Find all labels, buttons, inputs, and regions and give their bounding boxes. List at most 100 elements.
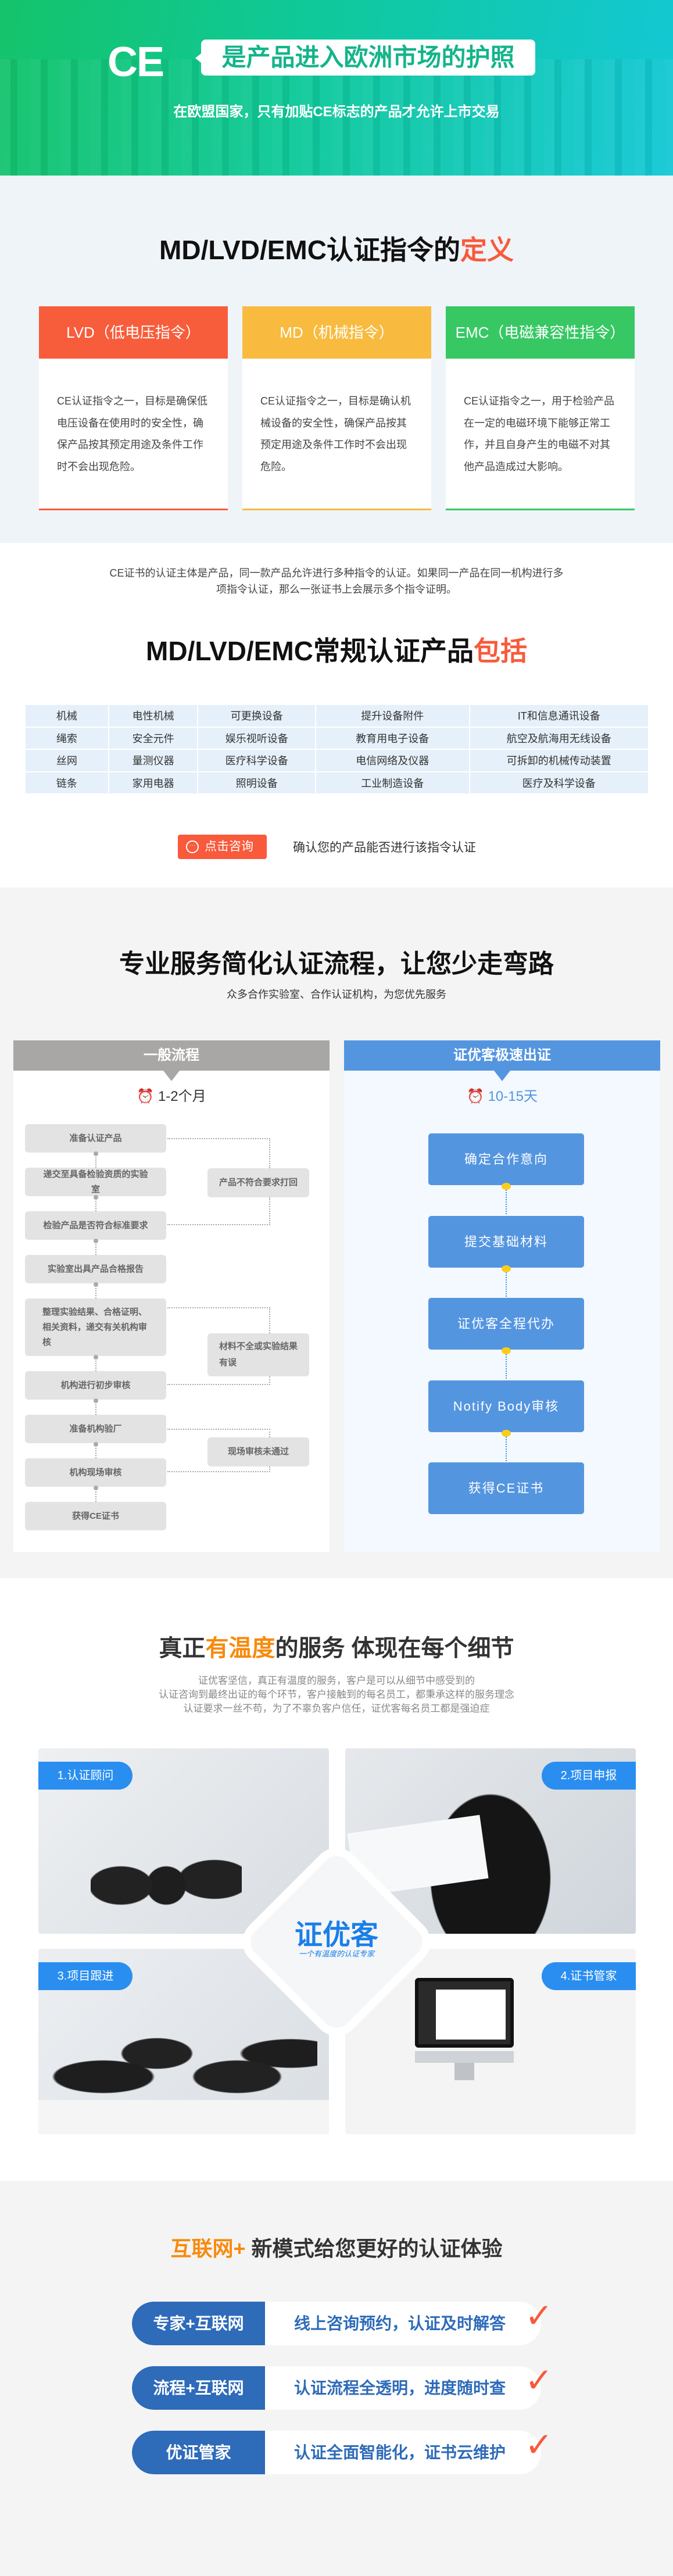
flow-step: 递交至具备检验资质的实验室 bbox=[25, 1168, 166, 1196]
check-icon: ✓ bbox=[525, 2297, 553, 2335]
table-cell: 娱乐视听设备 bbox=[197, 726, 317, 750]
fast-flow-panel: 证优客极速出证 ⏰ 10-15天 确定合作意向提交基础材料证优客全程代办 Noti… bbox=[344, 1040, 660, 1552]
brand-logo: 证优客 bbox=[294, 1920, 378, 1951]
panel-header: 一般流程 bbox=[13, 1040, 330, 1081]
table-row: 绳索安全元件娱乐视听设备教育用电子设备航空及航海用无线设备 bbox=[24, 726, 650, 750]
card-title: LVD（低电压指令） bbox=[39, 306, 228, 359]
consult-button[interactable]: ··· 点击咨询 bbox=[178, 835, 267, 859]
feature-row: 流程+互联网 认证流程全透明，进度随时查 bbox=[132, 2366, 541, 2410]
ce-logo-text: CE bbox=[108, 39, 164, 85]
table-cell: IT和信息通讯设备 bbox=[468, 704, 650, 728]
chat-bubble-icon: ··· bbox=[186, 840, 199, 853]
section-subtitle: 众多合作实验室、合作认证机构，为您优先服务 bbox=[227, 989, 446, 1000]
table-cell: 机械 bbox=[24, 704, 109, 728]
arrow-down-icon bbox=[502, 1183, 511, 1214]
arrow-down-icon bbox=[502, 1347, 511, 1379]
panel-title: 证优客极速出证 bbox=[453, 1047, 551, 1063]
arrow-down-icon bbox=[94, 1239, 98, 1255]
table-cell: 电信网络及仪器 bbox=[315, 749, 470, 772]
feature-text: 认证流程全透明，进度随时查 bbox=[294, 2379, 506, 2397]
table-cell: 照明设备 bbox=[197, 771, 317, 795]
alarm-clock-icon: ⏰ bbox=[467, 1089, 484, 1104]
duration-value: 1-2个月 bbox=[157, 1089, 206, 1104]
flow-step: 机构进行初步审核 bbox=[25, 1371, 166, 1400]
table-cell: 量测仪器 bbox=[108, 749, 199, 772]
card-title: EMC（电磁兼容性指令） bbox=[446, 306, 635, 359]
table-cell: 家用电器 bbox=[108, 771, 199, 795]
loop-connector bbox=[167, 1376, 270, 1385]
hero-banner: CE 是产品进入欧洲市场的护照 在欧盟国家，只有加贴CE标志的产品才允许上市交易 bbox=[0, 0, 673, 176]
fast-flow-step: 确定合作意向 bbox=[428, 1133, 584, 1185]
loop-connector bbox=[167, 1138, 270, 1168]
table-cell: 可更换设备 bbox=[197, 704, 317, 728]
hero-subline: 在欧盟国家，只有加贴CE标志的产品才允许上市交易 bbox=[173, 104, 500, 120]
title-highlight: 定义 bbox=[460, 235, 514, 265]
hero-headline: 是产品进入欧洲市场的护照 bbox=[195, 40, 535, 76]
duration: ⏰ 10-15天 bbox=[344, 1085, 660, 1105]
loop-connector bbox=[167, 1466, 270, 1472]
card-body: CE认证指令之一，目标是确认机械设备的安全性，确保产品按其预定用途及条件工作时不… bbox=[260, 395, 411, 473]
paragraph-line: 认证咨询到最终出证的每个环节，客户接触到的每名员工，都秉承这样的服务理念 bbox=[159, 1689, 514, 1700]
flow-step: 获得CE证书 bbox=[25, 1502, 166, 1530]
table-cell: 教育用电子设备 bbox=[315, 726, 470, 750]
feature-tag: 专家+互联网 bbox=[132, 2302, 265, 2345]
consult-tip: 确认您的产品能否进行该指令认证 bbox=[293, 841, 476, 854]
photo-label: 4.证书管家 bbox=[542, 1962, 636, 1990]
photo-consultant: 1.认证顾问 bbox=[38, 1748, 329, 1934]
section-title: 互联网+ 新模式给您更好的认证体验 bbox=[0, 2232, 673, 2262]
loop-connector bbox=[167, 1307, 270, 1333]
fast-flow-step: 证优客全程代办 bbox=[428, 1298, 584, 1350]
table-cell: 医疗科学设备 bbox=[197, 749, 317, 772]
duration: ⏰ 1-2个月 bbox=[13, 1085, 330, 1105]
definition-section: MD/LVD/EMC认证指令的定义 LVD（低电压指令） CE认证指令之一，目标是… bbox=[0, 176, 673, 543]
arrow-down-icon bbox=[94, 1398, 98, 1415]
service-paragraph: 证优客坚信，真正有温度的服务，客户是可以从细节中感受到的 认证咨询到最终出证的每… bbox=[0, 1674, 673, 1716]
flow-step: 实验室出具产品合格报告 bbox=[25, 1255, 166, 1283]
flow-step: 整理实验结果、合格证明、相关资料，递交有关机构审核 bbox=[25, 1298, 166, 1356]
title-main: MD/LVD/EMC认证指令的 bbox=[159, 235, 460, 265]
consult-button-label: 点击咨询 bbox=[205, 840, 253, 853]
intro-paragraph: CE证书的认证主体是产品，同一款产品允许进行多种指令的认证。如果同一产品在同一机… bbox=[109, 567, 564, 595]
card-body: CE认证指令之一，目标是确保低电压设备在使用时的安全性，确保产品按其预定用途及条… bbox=[57, 395, 208, 473]
check-icon: ✓ bbox=[525, 2362, 553, 2399]
loop-back-step: 材料不全或实验结果有误 bbox=[207, 1333, 309, 1376]
feature-row: 专家+互联网 线上咨询预约，认证及时解答 bbox=[132, 2302, 541, 2345]
title-part: 的服务 体现在每个细节 bbox=[275, 1636, 514, 1661]
flow-step: 机构现场审核 bbox=[25, 1458, 166, 1487]
table-row: 链条家用电器照明设备工业制造设备医疗及科学设备 bbox=[24, 771, 650, 795]
table-row: 丝网量测仪器医疗科学设备电信网络及仪器可拆卸的机械传动装置 bbox=[24, 749, 650, 772]
monitor-screen bbox=[415, 1978, 514, 2048]
feature-text: 认证全面智能化，证书云维护 bbox=[294, 2443, 506, 2461]
fast-flow-step: 提交基础材料 bbox=[428, 1215, 584, 1268]
section-title: 专业服务简化认证流程，让您少走弯路 bbox=[119, 950, 554, 978]
section-title: MD/LVD/EMC常规认证产品包括 bbox=[0, 630, 673, 668]
arrow-down-icon bbox=[94, 1151, 98, 1168]
city-background bbox=[0, 59, 673, 176]
arrow-down-icon bbox=[94, 1442, 98, 1458]
alarm-clock-icon: ⏰ bbox=[137, 1089, 155, 1104]
internet-section: 互联网+ 新模式给您更好的认证体验 专家+互联网线上咨询预约，认证及时解答✓流程… bbox=[0, 2181, 673, 2576]
directive-card: MD（机械指令）CE认证指令之一，目标是确认机械设备的安全性，确保产品按其预定用… bbox=[242, 306, 431, 510]
feature-tag: 流程+互联网 bbox=[132, 2366, 265, 2410]
fast-flow-step: 获得CE证书 bbox=[428, 1462, 584, 1514]
arrow-down-icon bbox=[94, 1355, 98, 1371]
section-title: MD/LVD/EMC认证指令的定义 bbox=[0, 229, 673, 267]
arrow-down-icon bbox=[94, 1195, 98, 1211]
flow-step: 检验产品是否符合标准要求 bbox=[25, 1211, 166, 1240]
arrow-down-icon bbox=[94, 1486, 98, 1502]
table-cell: 提升设备附件 bbox=[315, 704, 470, 728]
arrow-down-icon bbox=[502, 1265, 511, 1297]
panel-title: 一般流程 bbox=[144, 1047, 199, 1063]
table-cell: 链条 bbox=[24, 771, 109, 795]
title-part: 真正 bbox=[159, 1636, 206, 1661]
table-cell: 电性机械 bbox=[108, 704, 199, 728]
fast-flow-step: Notify Body审核 bbox=[428, 1380, 584, 1432]
service-section: 真正有温度的服务 体现在每个细节 证优客坚信，真正有温度的服务，客户是可以从细节… bbox=[0, 1578, 673, 2181]
flow-section: 专业服务简化认证流程，让您少走弯路 众多合作实验室、合作认证机构，为您优先服务 … bbox=[0, 888, 673, 1578]
panel-header: 证优客极速出证 bbox=[344, 1040, 660, 1081]
flow-step: 准备认证产品 bbox=[25, 1124, 166, 1153]
loop-back-step: 现场审核未通过 bbox=[207, 1437, 309, 1466]
feature-text: 线上咨询预约，认证及时解答 bbox=[294, 2314, 506, 2332]
